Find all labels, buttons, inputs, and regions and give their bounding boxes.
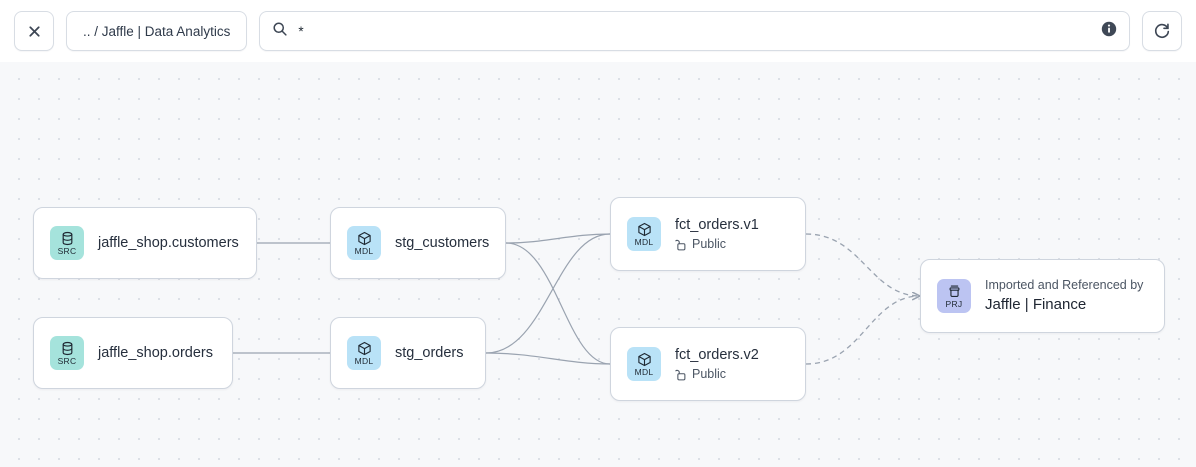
breadcrumb-label: .. / Jaffle | Data Analytics <box>83 23 231 39</box>
node-label: jaffle_shop.orders <box>98 345 214 361</box>
node-src-orders[interactable]: SRC jaffle_shop.orders <box>33 317 233 389</box>
badge-mdl: MDL <box>627 217 661 251</box>
search-input[interactable] <box>298 23 1093 39</box>
database-icon <box>60 341 75 356</box>
close-button[interactable] <box>14 11 54 51</box>
node-visibility: Public <box>675 366 759 382</box>
node-fct-orders-v1[interactable]: MDL fct_orders.v1 Public <box>610 197 806 271</box>
edge-fct-v2-project <box>805 296 920 365</box>
node-stg-orders[interactable]: MDL stg_orders <box>330 317 486 389</box>
edge-stg-customers-fct-v2 <box>505 242 611 365</box>
cube-icon <box>637 222 652 237</box>
badge-label: MDL <box>634 366 654 377</box>
node-visibility: Public <box>675 236 759 252</box>
close-icon <box>27 24 42 39</box>
badge-label: PRJ <box>945 298 963 309</box>
node-stg-customers[interactable]: MDL stg_customers <box>330 207 506 279</box>
cube-icon <box>637 352 652 367</box>
cube-icon <box>357 231 372 246</box>
toolbar: .. / Jaffle | Data Analytics <box>0 0 1196 62</box>
node-project-jaffle-finance[interactable]: PRJ Imported and Referenced by Jaffle | … <box>920 259 1165 333</box>
node-src-customers[interactable]: SRC jaffle_shop.customers <box>33 207 257 279</box>
node-label: fct_orders.v1 <box>675 217 759 233</box>
node-visibility-label: Public <box>692 367 727 381</box>
refresh-icon <box>1153 22 1171 40</box>
refresh-button[interactable] <box>1142 11 1182 51</box>
node-caption: Imported and Referenced by <box>985 278 1144 292</box>
badge-label: MDL <box>354 245 374 256</box>
node-body: fct_orders.v2 Public <box>675 346 759 382</box>
unlock-icon <box>675 238 687 251</box>
unlock-icon <box>675 368 687 381</box>
search-field[interactable] <box>259 11 1130 51</box>
node-body: fct_orders.v1 Public <box>675 216 759 252</box>
node-label: stg_orders <box>395 345 464 361</box>
project-stack-icon <box>947 284 962 299</box>
node-fct-orders-v2[interactable]: MDL fct_orders.v2 Public <box>610 327 806 401</box>
database-icon <box>60 231 75 246</box>
badge-src: SRC <box>50 336 84 370</box>
badge-label: MDL <box>634 236 654 247</box>
badge-label: SRC <box>57 355 77 366</box>
badge-mdl: MDL <box>627 347 661 381</box>
badge-label: MDL <box>354 355 374 366</box>
search-icon <box>272 21 288 42</box>
node-visibility-label: Public <box>692 237 727 251</box>
graph-canvas[interactable]: SRC jaffle_shop.customers SRC jaffle_sho… <box>0 62 1196 467</box>
badge-mdl: MDL <box>347 226 381 260</box>
badge-prj: PRJ <box>937 279 971 313</box>
node-body: Imported and Referenced by Jaffle | Fina… <box>985 277 1143 315</box>
edge-fct-v1-project <box>805 233 920 296</box>
badge-src: SRC <box>50 226 84 260</box>
edge-stg-orders-fct-v2 <box>485 352 611 365</box>
info-icon[interactable] <box>1101 21 1117 42</box>
cube-icon <box>357 341 372 356</box>
node-label: stg_customers <box>395 235 490 251</box>
node-label: fct_orders.v2 <box>675 347 759 363</box>
breadcrumb[interactable]: .. / Jaffle | Data Analytics <box>66 11 248 51</box>
edge-stg-customers-fct-v1 <box>505 233 611 244</box>
node-label: jaffle_shop.customers <box>98 235 239 251</box>
badge-mdl: MDL <box>347 336 381 370</box>
badge-label: SRC <box>57 245 77 256</box>
node-label: Jaffle | Finance <box>985 296 1087 313</box>
